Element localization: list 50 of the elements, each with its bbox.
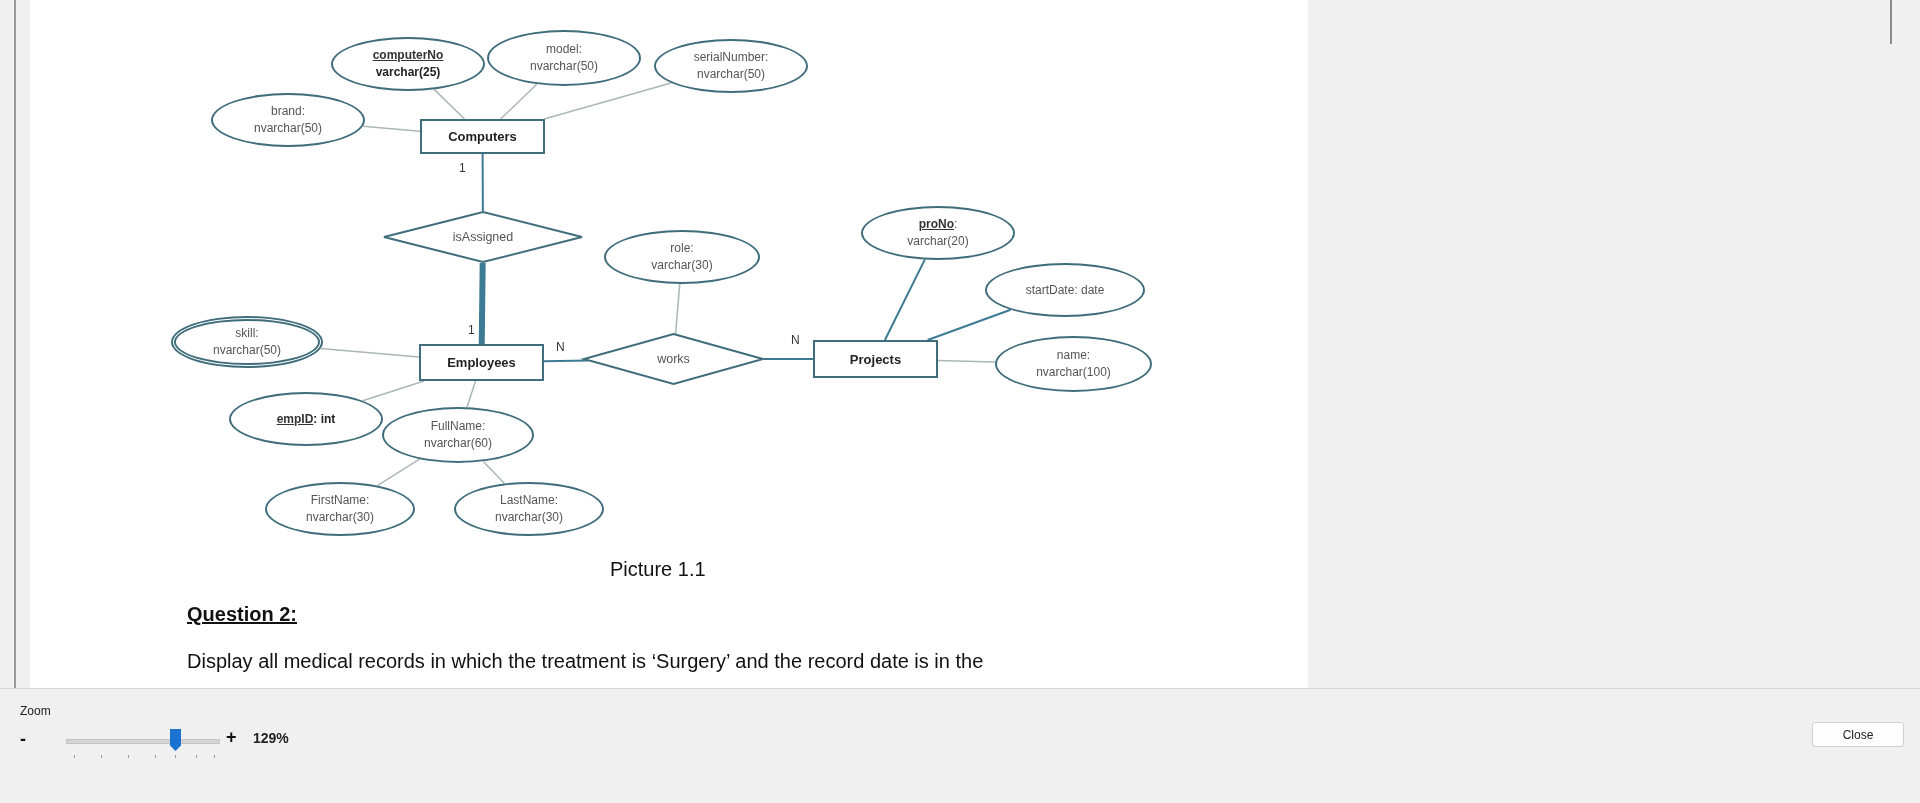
attribute-text: serialNumber: nvarchar(50) [692, 49, 770, 83]
attribute-text: role: varchar(30) [650, 240, 714, 274]
attribute-text: name: nvarchar(100) [1035, 347, 1112, 381]
connector-line [883, 258, 926, 341]
connector-line [481, 153, 484, 213]
attribute-text: startDate: date [1025, 281, 1105, 299]
question-text: Display all medical records in which the treatment is ‘Surgery’ and the record date is in the [187, 650, 984, 673]
connector-line [433, 88, 466, 120]
relationship-name: works [657, 352, 690, 366]
zoom-label: Zoom [20, 704, 51, 718]
entity-name: Computers [448, 129, 517, 144]
connector-line [499, 83, 538, 120]
connector-line [482, 460, 506, 485]
entity-box [420, 119, 545, 154]
connector-line [674, 283, 681, 335]
close-button: Close [1812, 722, 1904, 747]
attribute-text: computerNo varchar(25) [371, 47, 445, 81]
connector-line [466, 380, 477, 408]
relationship-diamond [583, 333, 764, 385]
connector-line [362, 125, 421, 132]
connector-line [926, 308, 1012, 341]
relationship-name: isAssigned [452, 230, 514, 244]
cardinality-label: 1 [458, 161, 467, 175]
attribute-text: LastName: nvarchar(30) [494, 492, 564, 526]
zoom-out-button: - [20, 729, 26, 749]
entity-name: Employees [447, 355, 516, 370]
connector-line [543, 359, 590, 363]
attribute-text: model: nvarchar(50) [529, 41, 599, 75]
connector-line [763, 358, 814, 360]
attribute-text: brand: nvarchar(50) [253, 103, 323, 137]
attribute-text: proNo: varchar(20) [906, 216, 970, 250]
cardinality-label: 1 [467, 323, 476, 337]
question-heading: Question 2: [187, 603, 297, 626]
cardinality-label: N [555, 340, 566, 354]
entity-box [813, 340, 938, 378]
connector-line [543, 82, 672, 120]
attribute-text: empID: int [276, 410, 336, 428]
zoom-percentage: 129% [253, 730, 289, 746]
connector-line [361, 380, 425, 402]
attribute-text: skill: nvarchar(50) [212, 325, 282, 359]
cardinality-label: N [790, 333, 801, 347]
connector-line [478, 262, 486, 345]
figure-caption: Picture 1.1 [610, 558, 706, 581]
zoom-in-button: + [226, 727, 237, 747]
entity-box [419, 344, 544, 381]
attribute-text: FirstName: nvarchar(30) [305, 492, 375, 526]
connector-line [937, 359, 996, 363]
attribute-text: FullName: nvarchar(60) [423, 418, 493, 452]
relationship-diamond [383, 211, 583, 263]
entity-name: Projects [849, 351, 902, 367]
